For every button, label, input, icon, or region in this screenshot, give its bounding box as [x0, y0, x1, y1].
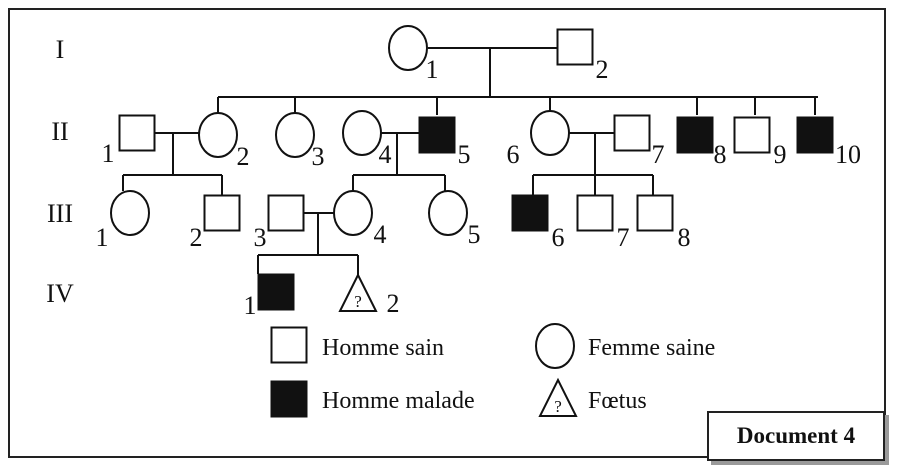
- individual-label-II10: 10: [835, 140, 861, 169]
- individual-III2-square-icon: [203, 194, 241, 232]
- individual-label-III8: 8: [678, 223, 691, 252]
- individual-label-III3: 3: [254, 223, 267, 252]
- individual-II3-circle-icon: [275, 112, 315, 158]
- legend-label: Homme malade: [322, 388, 475, 414]
- individual-label-II1: 1: [102, 139, 115, 168]
- individual-label-II2: 2: [237, 142, 250, 171]
- individual-label-I1: 1: [426, 55, 439, 84]
- individual-II4-circle-icon: [342, 110, 382, 156]
- individual-label-I2: 2: [596, 55, 609, 84]
- legend-label: Femme saine: [588, 335, 715, 361]
- individual-label-II8: 8: [714, 140, 727, 169]
- individual-label-II7: 7: [652, 140, 665, 169]
- document-label: Document 4: [707, 411, 885, 461]
- individual-IV1-square-icon: [257, 273, 295, 311]
- individual-IV2-triangle-icon: [338, 272, 378, 312]
- individual-II6-circle-icon: [530, 110, 570, 156]
- individual-III8-square-icon: [636, 194, 674, 232]
- individual-II8-square-icon: [676, 116, 714, 154]
- individual-III6-square-icon: [511, 194, 549, 232]
- generation-label-I: I: [56, 35, 65, 64]
- individual-II5-square-icon: [418, 116, 456, 154]
- legend-3-mark: ?: [554, 397, 562, 416]
- individual-IV2-mark: ?: [354, 292, 362, 311]
- individual-label-II9: 9: [774, 140, 787, 169]
- individual-II9-square-icon: [733, 116, 771, 154]
- individual-II2-circle-icon: [198, 112, 238, 158]
- individual-II7-square-icon: [613, 114, 651, 152]
- individual-label-II5: 5: [458, 140, 471, 169]
- legend-0-square-icon: [270, 326, 308, 364]
- individual-label-III5: 5: [468, 220, 481, 249]
- individual-label-IV2: 2: [387, 289, 400, 318]
- generation-label-IV: IV: [46, 279, 74, 308]
- individual-I1-circle-icon: [388, 25, 428, 71]
- individual-III1-circle-icon: [110, 190, 150, 236]
- individual-II1-square-icon: [118, 114, 156, 152]
- individual-label-III4: 4: [374, 220, 387, 249]
- legend-label: Fœtus: [588, 388, 647, 414]
- legend-1-circle-icon: [535, 323, 575, 369]
- individual-label-III7: 7: [617, 223, 630, 252]
- diagram-frame: [8, 8, 886, 458]
- legend-label: Homme sain: [322, 335, 444, 361]
- individual-III4-circle-icon: [333, 190, 373, 236]
- individual-label-II6: 6: [507, 140, 520, 169]
- individual-label-II4: 4: [379, 140, 392, 169]
- individual-III5-circle-icon: [428, 190, 468, 236]
- individual-label-II3: 3: [312, 142, 325, 171]
- legend-3-triangle-icon: [538, 377, 578, 417]
- individual-III3-square-icon: [267, 194, 305, 232]
- individual-label-III1: 1: [96, 223, 109, 252]
- individual-III7-square-icon: [576, 194, 614, 232]
- legend-2-square-icon: [270, 380, 308, 418]
- generation-label-III: III: [47, 199, 73, 228]
- individual-I2-square-icon: [556, 28, 594, 66]
- individual-II10-square-icon: [796, 116, 834, 154]
- generation-label-II: II: [51, 117, 68, 146]
- individual-label-III6: 6: [552, 223, 565, 252]
- individual-label-IV1: 1: [244, 291, 257, 320]
- individual-label-III2: 2: [190, 223, 203, 252]
